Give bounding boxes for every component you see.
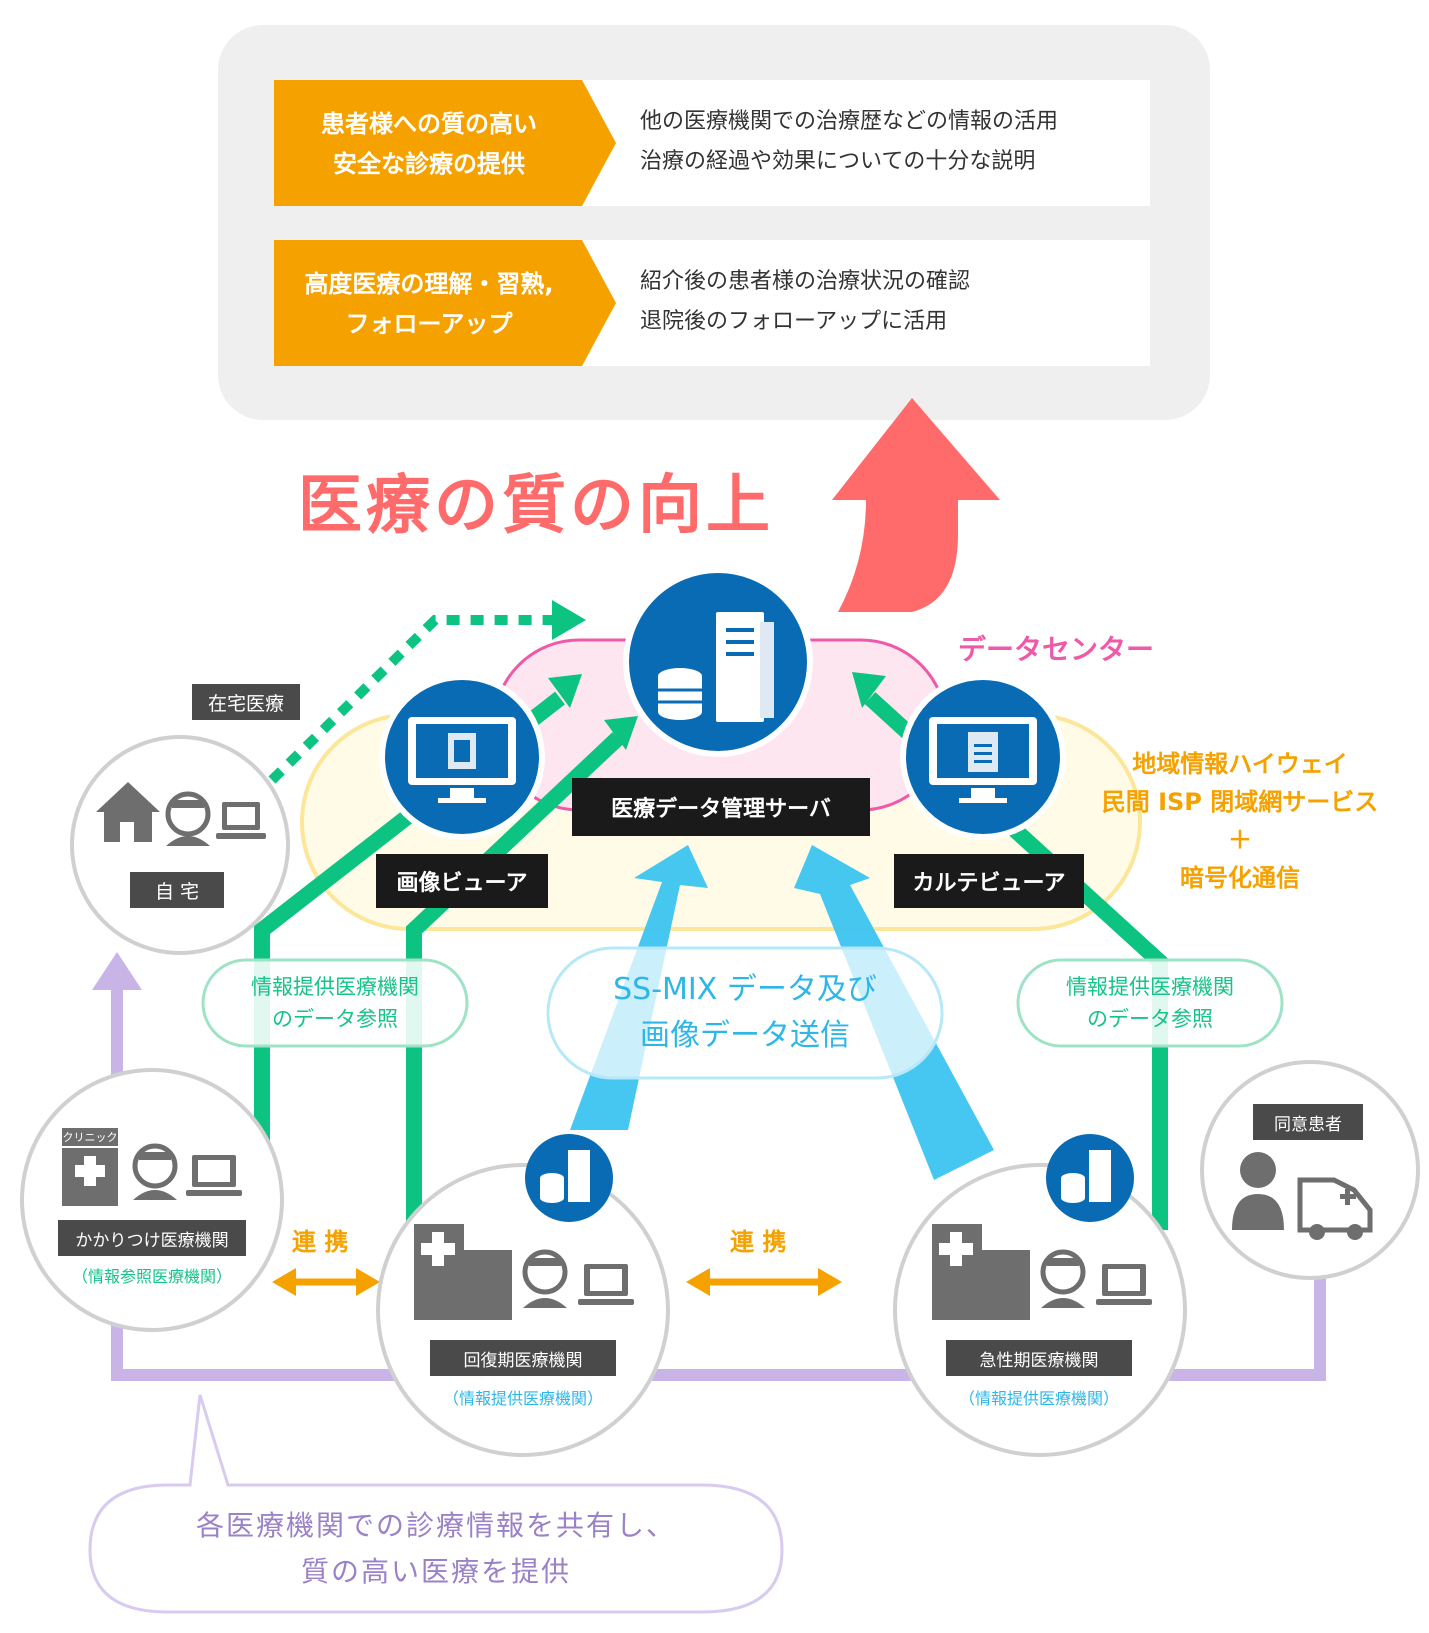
recovery-sub: （情報提供医療機関） (442, 1389, 603, 1408)
right-ref-line1: 情報提供医療機関 (1066, 975, 1234, 999)
ssmix-line1: SS-MIX データ及び (613, 972, 877, 1007)
network-line-1: 地域情報ハイウェイ (1132, 750, 1348, 778)
benefit-1-desc-line2: 治療の経過や効果についての十分な説明 (640, 149, 1036, 174)
recovery-doctor-icon (522, 1249, 568, 1308)
home-dotted-arrow (268, 615, 555, 784)
network-line-3: ＋ (1228, 826, 1252, 854)
karte-viewer-monitor-icon (929, 717, 1037, 803)
image-viewer-label: 画像ビューア (376, 854, 548, 908)
right-ref-bubble (1016, 958, 1284, 1048)
datacenter-title: データセンター (958, 633, 1155, 666)
clinic-laptop-icon (186, 1155, 242, 1196)
acute-ref-arrowhead (852, 672, 886, 708)
left-ref-bubble (201, 958, 469, 1048)
benefit-1-label-line2: 安全な診療の提供 (333, 150, 525, 178)
acute-server-icon (1061, 1150, 1111, 1203)
acute-laptop-icon (1096, 1264, 1152, 1305)
doctor-icon (165, 791, 211, 846)
patient-circle (1200, 1060, 1420, 1280)
benefit-1-label: 患者様への質の高い 安全な診療の提供 (274, 92, 584, 196)
ssmix-text: SS-MIX データ及び 画像データ送信 (548, 948, 942, 1078)
network-line-4: 暗号化通信 (1180, 864, 1300, 892)
server-icon (658, 612, 774, 722)
house-icon (96, 782, 160, 842)
acute-hospital-icon (932, 1224, 1030, 1320)
recovery-ref-arrowhead (604, 716, 638, 750)
benefit-2-desc-line1: 紹介後の患者様の治療状況の確認 (640, 269, 971, 294)
recovery-laptop-icon (578, 1264, 634, 1305)
home-dotted-arrowhead (552, 600, 586, 640)
caption-text: 各医療機関での診療情報を共有し、 質の高い医療を提供 (90, 1485, 782, 1612)
link-left-head-a (272, 1268, 296, 1296)
quality-up-arrow (832, 398, 1000, 612)
link-left-head-b (356, 1268, 380, 1296)
recovery-hospital-icon (414, 1224, 512, 1320)
clinic-badge: クリニック (62, 1128, 118, 1146)
image-viewer-monitor-icon (408, 717, 516, 803)
benefit-1-desc: 他の医療機関での治療歴などの情報の活用 治療の経過や効果についての十分な説明 (640, 102, 1140, 182)
acute-doctor-icon (1040, 1249, 1086, 1308)
benefit-row-2-tag (274, 240, 616, 366)
server-label: 医療データ管理サーバ (572, 778, 870, 836)
right-ref-line2: のデータ参照 (1087, 1007, 1213, 1031)
recovery-ref-arrow (406, 732, 624, 1230)
benefit-2-desc-line2: 退院後のフォローアップに活用 (640, 309, 948, 334)
link-right-head-a (686, 1268, 710, 1296)
laptop-icon (216, 802, 266, 839)
ssmix-bubble (546, 946, 944, 1080)
benefit-2-label-line2: フォローアップ (345, 310, 513, 338)
recovery-server-icon (540, 1150, 590, 1203)
clinic-building-icon (62, 1148, 118, 1206)
caption-line2: 質の高い医療を提供 (300, 1554, 571, 1588)
karte-viewer-label: カルテビューア (894, 854, 1084, 908)
shared-network-arrowhead (92, 952, 142, 990)
acute-sub: （情報提供医療機関） (958, 1389, 1119, 1408)
caption-bubble (88, 1394, 784, 1614)
right-ref-text: 情報提供医療機関 のデータ参照 (1018, 960, 1282, 1046)
clinic-ref-arrowhead (548, 674, 582, 708)
benefit-1-desc-line1: 他の医療機関での治療歴などの情報の活用 (640, 109, 1059, 134)
home-care-tag: 在宅医療 (192, 684, 300, 720)
patient-label: 同意患者 (1253, 1104, 1363, 1140)
network-line-2: 民間 ISP 閉域網サービス (1101, 788, 1379, 816)
benefit-2-label: 高度医療の理解・習熟, フォローアップ (274, 252, 584, 356)
left-ref-line1: 情報提供医療機関 (251, 975, 419, 999)
network-info: 地域情報ハイウェイ 民間 ISP 閉域網サービス ＋ 暗号化通信 (1080, 745, 1400, 897)
left-ref-line2: のデータ参照 (272, 1007, 398, 1031)
clinic-label: かかりつけ医療機関 (58, 1220, 246, 1256)
link-left-label: 連 携 (292, 1228, 349, 1256)
link-right-head-b (818, 1268, 842, 1296)
benefit-2-desc: 紹介後の患者様の治療状況の確認 退院後のフォローアップに活用 (640, 262, 1140, 342)
ambulance-icon (1297, 1177, 1373, 1240)
left-ref-text: 情報提供医療機関 のデータ参照 (203, 960, 467, 1046)
headline: 医療の質の向上 (298, 469, 774, 543)
benefit-1-label-line1: 患者様への質の高い (321, 110, 537, 138)
ssmix-line2: 画像データ送信 (640, 1018, 850, 1053)
caption-line1: 各医療機関での診療情報を共有し、 (195, 1508, 676, 1542)
link-right-label: 連 携 (730, 1228, 787, 1256)
benefit-2-label-line1: 高度医療の理解・習熟, (304, 270, 554, 298)
clinic-sub: （情報参照医療機関） (71, 1267, 232, 1286)
benefit-row-1-tag (274, 80, 616, 206)
clinic-doctor-icon (132, 1143, 178, 1200)
acute-label: 急性期医療機関 (946, 1340, 1132, 1376)
home-label: 自 宅 (130, 872, 224, 908)
patient-person-icon (1232, 1152, 1284, 1230)
recovery-label: 回復期医療機関 (430, 1340, 616, 1376)
